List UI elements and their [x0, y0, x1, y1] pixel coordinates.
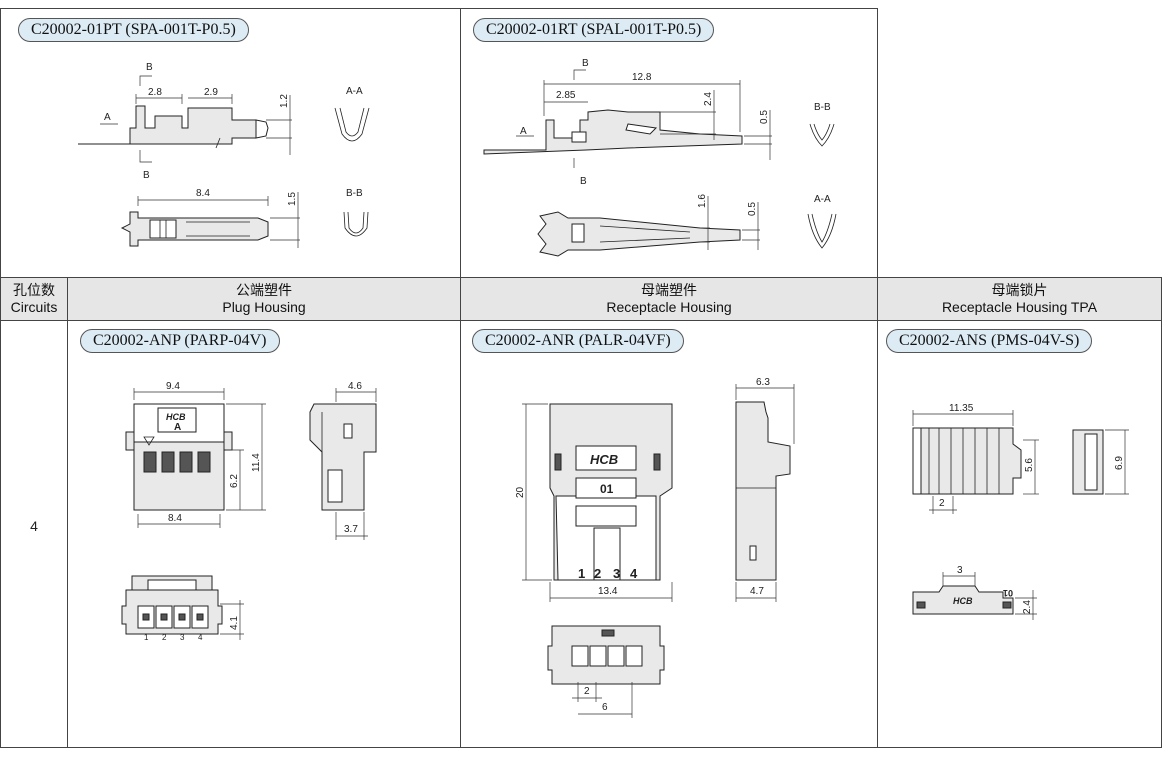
header-plug: 公端塑件 Plug Housing [67, 277, 461, 321]
header-tpa-en: Receptacle Housing TPA [941, 299, 1098, 315]
tpa-dim-thick: 2.4 [1022, 600, 1033, 614]
plug-dim-h-inner: 6.2 [229, 474, 240, 488]
receptacle-logo: HCB [590, 452, 618, 467]
receptacle-terminal-drawing: 12.8 2.85 2.4 0.5 B B A B-B 1.6 0.5 A-A [483, 58, 837, 257]
tpa-drawing: 11.35 5.6 2 6.9 HCB 01 3 2.4 [912, 403, 1129, 620]
receptacle-pin-3: 3 [613, 566, 620, 581]
header-circuits-cn: 孔位数 [13, 282, 55, 298]
tpa-dim-top: 3 [957, 565, 963, 576]
plug-housing-drawing: HCB A 9.4 8.4 11.4 6.2 4.6 3.7 1 2 3 4 4… [121, 381, 377, 642]
receptacle-terminal-mark-a: A [520, 126, 527, 137]
header-receptacle-cn: 母端塑件 [641, 282, 697, 298]
plug-pin-3: 3 [180, 633, 185, 642]
receptacle-cell [460, 320, 878, 748]
plug-cell [67, 320, 461, 748]
plug-pin-4: 4 [198, 633, 203, 642]
tpa-logo: HCB [953, 596, 973, 606]
plug-terminal-dim-1: 2.8 [148, 87, 162, 98]
plug-terminal-mark-b-bottom: B [143, 170, 150, 181]
circuits-value: 4 [0, 320, 68, 748]
receptacle-terminal-dim-3: 2.4 [703, 92, 714, 106]
receptacle-pin-4: 4 [630, 566, 638, 581]
plug-terminal-section-a: A-A [346, 86, 363, 97]
plug-dim-side-top: 4.6 [348, 381, 362, 392]
receptacle-dim-height: 20 [515, 486, 526, 498]
plug-terminal-dim-4: 8.4 [196, 188, 210, 199]
receptacle-terminal-dim-2: 2.85 [556, 90, 576, 101]
header-plug-cn: 公端塑件 [236, 282, 292, 298]
receptacle-dim-pitch: 2 [584, 686, 590, 697]
receptacle-dim-side-bottom: 4.7 [750, 586, 764, 597]
receptacle-terminal-mark-b-bottom: B [580, 176, 587, 187]
plug-pin-2: 2 [162, 633, 167, 642]
receptacle-terminal-mark-b-top: B [582, 58, 589, 69]
plug-terminal-dim-3: 1.2 [279, 94, 290, 108]
receptacle-part-label: C20002-ANR (PALR-04VF) [472, 329, 684, 353]
tpa-part-label: C20002-ANS (PMS-04V-S) [886, 329, 1093, 353]
receptacle-terminal-section-a: A-A [814, 194, 831, 205]
receptacle-housing-drawing: HCB 01 1 2 3 4 20 13.4 6.3 4.7 2 6 [515, 377, 795, 718]
header-receptacle-en: Receptacle Housing [606, 299, 732, 315]
header-plug-en: Plug Housing [222, 299, 306, 315]
receptacle-dim-side-top: 6.3 [756, 377, 770, 388]
plug-dim-h-total: 11.4 [251, 453, 262, 472]
plug-part-label: C20002-ANP (PARP-04V) [80, 329, 280, 353]
header-tpa-cn: 母端锁片 [991, 282, 1048, 298]
tpa-dim-slot: 2 [939, 498, 945, 509]
header-receptacle: 母端塑件 Receptacle Housing [460, 277, 878, 321]
receptacle-dim-span: 6 [602, 702, 608, 713]
plug-terminal-section-b: B-B [346, 188, 363, 199]
tpa-cell [877, 320, 1162, 748]
plug-dim-bottom-h: 4.1 [229, 616, 240, 630]
header-circuits: 孔位数 Circuits [0, 277, 68, 321]
receptacle-terminal-part-label: C20002-01RT (SPAL-001T-P0.5) [473, 18, 715, 42]
plug-letter: A [174, 422, 181, 433]
plug-pin-1: 1 [144, 633, 149, 642]
receptacle-pin-2: 2 [594, 566, 601, 581]
plug-terminal-dim-5: 1.5 [287, 192, 298, 206]
tpa-label: 01 [1003, 588, 1013, 598]
receptacle-dim-width: 13.4 [598, 586, 618, 597]
plug-terminal-dim-2: 2.9 [204, 87, 218, 98]
plug-terminal-drawing: 2.8 2.9 1.2 B B A A-A 8.4 1.5 B-B [78, 62, 370, 248]
receptacle-terminal-dim-5: 1.6 [697, 194, 708, 208]
plug-dim-side-bottom: 3.7 [344, 524, 358, 535]
header-circuits-en: Circuits [10, 299, 58, 315]
receptacle-terminal-dim-6: 0.5 [747, 202, 758, 216]
receptacle-label: 01 [600, 482, 614, 496]
receptacle-terminal-dim-4: 0.5 [759, 110, 770, 124]
plug-terminal-mark-b-top: B [146, 62, 153, 73]
plug-terminal-mark-a: A [104, 112, 111, 123]
receptacle-terminal-dim-1: 12.8 [632, 72, 652, 83]
tpa-dim-height2: 6.9 [1114, 456, 1125, 470]
plug-logo: HCB [166, 412, 186, 422]
tpa-dim-height1: 5.6 [1024, 458, 1035, 472]
tpa-dim-width: 11.35 [949, 403, 974, 414]
receptacle-terminal-section-b: B-B [814, 102, 831, 113]
plug-dim-w-bottom: 8.4 [168, 513, 182, 524]
plug-dim-w-top: 9.4 [166, 381, 180, 392]
plug-terminal-part-label: C20002-01PT (SPA-001T-P0.5) [18, 18, 249, 42]
receptacle-pin-1: 1 [578, 566, 585, 581]
